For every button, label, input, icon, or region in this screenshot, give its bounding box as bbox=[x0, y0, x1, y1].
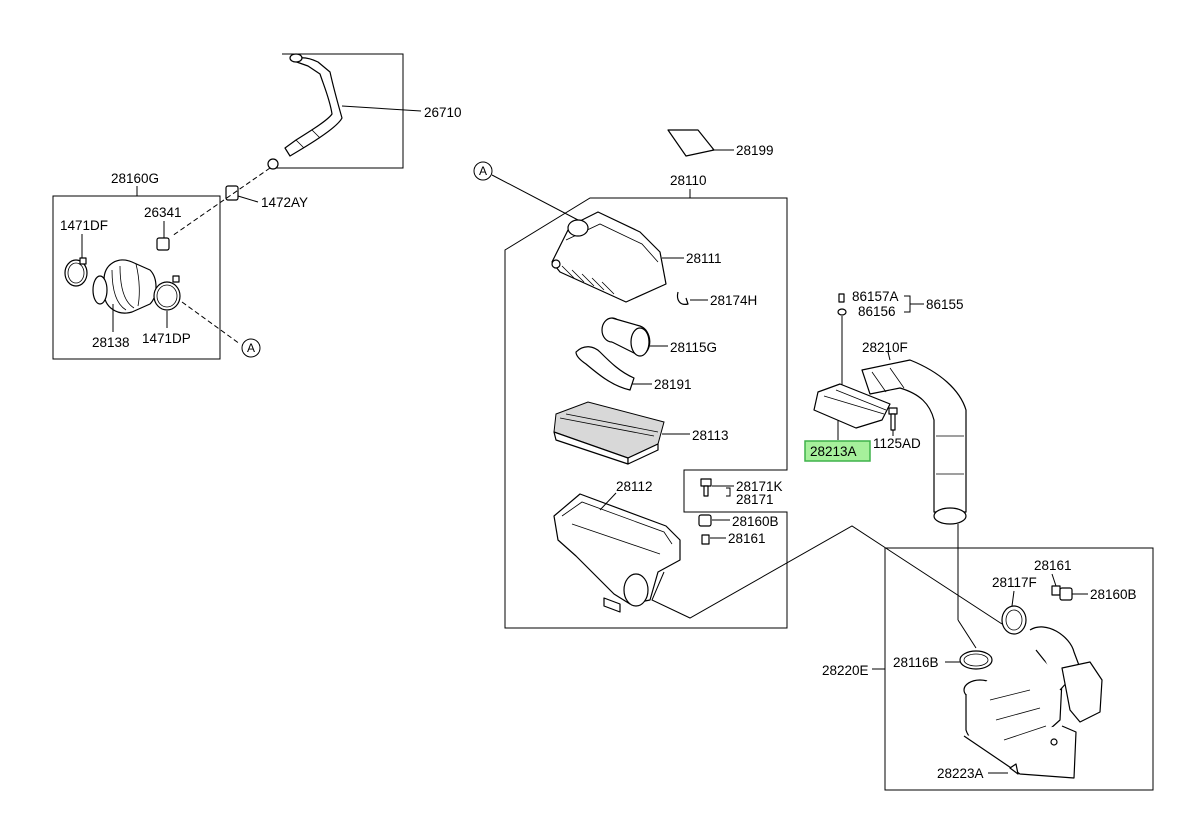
label-28112[interactable]: 28112 bbox=[616, 479, 653, 494]
bracket-86155 bbox=[904, 295, 911, 313]
leader-28112 bbox=[599, 492, 617, 511]
label-28116B[interactable]: 28116B bbox=[893, 655, 939, 670]
leader-duct-to-ring bbox=[957, 619, 977, 649]
label-28213A[interactable]: 28213A bbox=[810, 444, 857, 459]
label-28160G[interactable]: 28160G bbox=[111, 171, 159, 186]
label-28111[interactable]: 28111 bbox=[686, 251, 722, 266]
label-28161-b[interactable]: 28161 bbox=[1034, 558, 1072, 573]
air-cleaner-body-28112[interactable] bbox=[553, 493, 681, 613]
duct-28191[interactable] bbox=[575, 346, 635, 391]
leader-ref-a-top bbox=[491, 174, 579, 221]
ref-a-top: A bbox=[479, 164, 487, 178]
filter-element-28113[interactable] bbox=[553, 401, 665, 465]
label-28171[interactable]: 28171 bbox=[736, 492, 774, 507]
bracket-28171 bbox=[726, 487, 731, 497]
insulator-28161-b[interactable] bbox=[1051, 585, 1061, 596]
leader-28210F bbox=[887, 351, 891, 361]
leader-26710 bbox=[341, 105, 422, 112]
grommet-28160B-a[interactable] bbox=[698, 514, 712, 527]
label-28223A[interactable]: 28223A bbox=[937, 766, 984, 781]
clip-28223A[interactable] bbox=[1009, 763, 1019, 775]
label-1471DP[interactable]: 1471DP bbox=[142, 331, 191, 346]
label-28138[interactable]: 28138 bbox=[92, 335, 130, 350]
label-28113[interactable]: 28113 bbox=[692, 428, 729, 443]
ref-a-bottom-circle[interactable] bbox=[241, 338, 261, 358]
bracket-26710 bbox=[275, 53, 404, 169]
label-28220E[interactable]: 28220E bbox=[822, 663, 869, 678]
ref-a-bottom: A bbox=[247, 341, 255, 355]
insulator-28161-a[interactable] bbox=[701, 534, 710, 545]
screw-86157A[interactable] bbox=[838, 293, 845, 303]
label-28191[interactable]: 28191 bbox=[654, 377, 692, 392]
air-duct-28213A[interactable] bbox=[813, 383, 891, 429]
label-28174H[interactable]: 28174H bbox=[710, 293, 757, 308]
label-86156[interactable]: 86156 bbox=[858, 304, 896, 319]
intake-duct-28210F[interactable] bbox=[861, 359, 967, 525]
label-28199[interactable]: 28199 bbox=[736, 143, 774, 158]
dash-hose-to-resonator bbox=[171, 167, 271, 237]
highlight-28213A bbox=[804, 440, 871, 462]
grommet-28160B-b[interactable] bbox=[1059, 587, 1073, 601]
bolt-28171K[interactable] bbox=[700, 478, 712, 497]
frame-28110 bbox=[504, 197, 788, 629]
label-1125AD[interactable]: 1125AD bbox=[873, 436, 921, 451]
clip-28174H[interactable] bbox=[676, 291, 689, 305]
label-28160B-a[interactable]: 28160B bbox=[732, 514, 779, 529]
ref-a-top-circle[interactable] bbox=[473, 161, 493, 181]
label-26341[interactable]: 26341 bbox=[144, 205, 182, 220]
label-28160B-b[interactable]: 28160B bbox=[1090, 587, 1137, 602]
hose-clip-1472AY[interactable] bbox=[225, 158, 279, 201]
breather-hose[interactable] bbox=[284, 53, 343, 157]
dash-body-to-duct bbox=[651, 525, 1003, 625]
clamp-1471DP[interactable] bbox=[153, 275, 181, 311]
clamp-28116B[interactable] bbox=[959, 650, 993, 670]
label-1472AY[interactable]: 1472AY bbox=[261, 195, 308, 210]
label-86157A[interactable]: 86157A bbox=[852, 289, 899, 304]
label-28115G[interactable]: 28115G bbox=[670, 340, 717, 355]
seal-28117F[interactable] bbox=[1001, 605, 1027, 635]
intake-hose-28138[interactable] bbox=[92, 237, 170, 314]
bolt-1125AD[interactable] bbox=[888, 407, 898, 431]
label-1471DF[interactable]: 1471DF bbox=[60, 218, 108, 233]
label-28161-a[interactable]: 28161 bbox=[728, 531, 766, 546]
label-86155[interactable]: 86155 bbox=[926, 297, 964, 312]
air-cleaner-cover-28111[interactable] bbox=[551, 211, 667, 303]
clamp-1471DF[interactable] bbox=[64, 257, 88, 287]
leader-1472AY bbox=[237, 195, 259, 203]
label-28117F[interactable]: 28117F bbox=[992, 575, 1037, 590]
dash-to-ref-a bbox=[181, 301, 241, 345]
label-28210F[interactable]: 28210F bbox=[862, 340, 908, 355]
label-26710[interactable]: 26710 bbox=[424, 105, 462, 120]
label-28171K[interactable]: 28171K bbox=[736, 479, 783, 494]
leader-28117F bbox=[1011, 590, 1015, 607]
resonator-28115G[interactable] bbox=[601, 317, 651, 357]
label-28110[interactable]: 28110 bbox=[670, 173, 707, 188]
washer-86156[interactable] bbox=[837, 308, 847, 316]
resonator-assembly-28220E[interactable] bbox=[963, 626, 1103, 779]
cover-seal-28199[interactable] bbox=[667, 129, 715, 157]
leader-28161-b bbox=[1051, 573, 1057, 587]
